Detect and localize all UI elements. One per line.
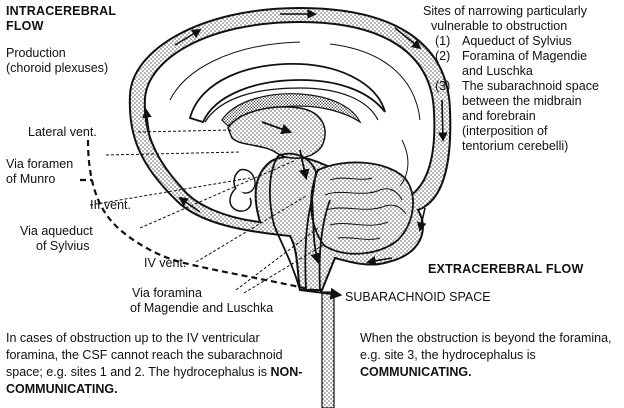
csf-route-arrow (86, 139, 323, 294)
production-label-line: Production (6, 46, 66, 60)
site-text: Aqueduct of Sylvius (462, 34, 572, 48)
site-text: and Luschka (462, 64, 533, 78)
via-munro-label: Via foramen of Munro (6, 157, 73, 187)
extracerebral-heading: EXTRACEREBRAL FLOW (428, 262, 584, 276)
paragraph-emphasis: COMMUNICATING. (360, 365, 472, 379)
site-item: (2) Foramina of Magendie and Luschka (435, 49, 599, 79)
site-text: between the midbrain (462, 94, 582, 108)
paragraph-text: In cases of obstruction up to the IV ven… (6, 331, 283, 379)
sites-items: (1) Aqueduct of Sylvius (2) Foramina of … (435, 34, 599, 154)
third-ventricle (227, 106, 326, 159)
subarachnoid-label: SUBARACHNOID SPACE (345, 290, 491, 304)
paragraph-text: When the obstruction is beyond the foram… (360, 331, 612, 362)
production-label: Production (choroid plexuses) (6, 46, 108, 76)
non-communicating-paragraph: In cases of obstruction up to the IV ven… (6, 330, 306, 398)
site-item: (1) Aqueduct of Sylvius (435, 34, 599, 49)
leader-lines (89, 129, 326, 294)
site-item: (3) The subarachnoid space between the m… (435, 79, 599, 154)
site-text: (interposition of (462, 124, 548, 138)
via-aqueduct-line: of Sylvius (36, 239, 90, 253)
site-text: tentorium cerebelli) (462, 139, 569, 153)
site-number: (2) (435, 49, 451, 63)
production-label-line: (choroid plexuses) (6, 61, 109, 75)
via-foramina-line: Via foramina (132, 286, 202, 300)
site-text: Foramina of Magendie (462, 49, 588, 63)
third-vent-label: III vent. (90, 198, 131, 212)
cerebellar-folia (324, 177, 407, 240)
communicating-paragraph: When the obstruction is beyond the foram… (360, 330, 622, 381)
intracerebral-heading-line: INTRACEREBRAL (6, 4, 117, 18)
shell-flow-arrows (142, 9, 448, 266)
sites-list: Sites of narrowing particularly vulnerab… (423, 4, 599, 154)
via-aqueduct-line: Via aqueduct (20, 224, 93, 238)
intracerebral-heading-line: FLOW (6, 19, 44, 33)
gyri (169, 41, 421, 187)
site-text: The subarachnoid space (462, 79, 599, 93)
site-number: (3) (435, 79, 451, 93)
lateral-vent-label: Lateral vent. (28, 125, 97, 139)
internal-flow-arrows (261, 121, 321, 265)
paragraph-emphasis: NON-COMMUNICATING. (6, 365, 303, 396)
intracerebral-heading: INTRACEREBRAL FLOW (6, 4, 116, 34)
pituitary (233, 168, 256, 194)
via-foramina-label: Via foramina of Magendie and Luschka (130, 286, 273, 316)
corpus-callosum (188, 63, 386, 124)
via-aqueduct-label: Via aqueduct of Sylvius (20, 224, 93, 254)
via-foramina-line: of Magendie and Luschka (130, 301, 274, 315)
brainstem (277, 152, 331, 291)
site-number: (1) (435, 34, 451, 48)
spinal-canal (321, 291, 335, 408)
sites-intro-line: vulnerable to obstruction (431, 19, 568, 33)
site-text: and forebrain (462, 109, 536, 123)
fourth-vent-label: IV vent. (144, 256, 187, 270)
via-munro-line: of Munro (6, 172, 56, 186)
via-munro-line: Via foramen (6, 157, 74, 171)
subarachnoid-arrow (299, 287, 343, 300)
cerebellum (310, 161, 414, 255)
sites-intro-line: Sites of narrowing particularly (423, 4, 587, 18)
